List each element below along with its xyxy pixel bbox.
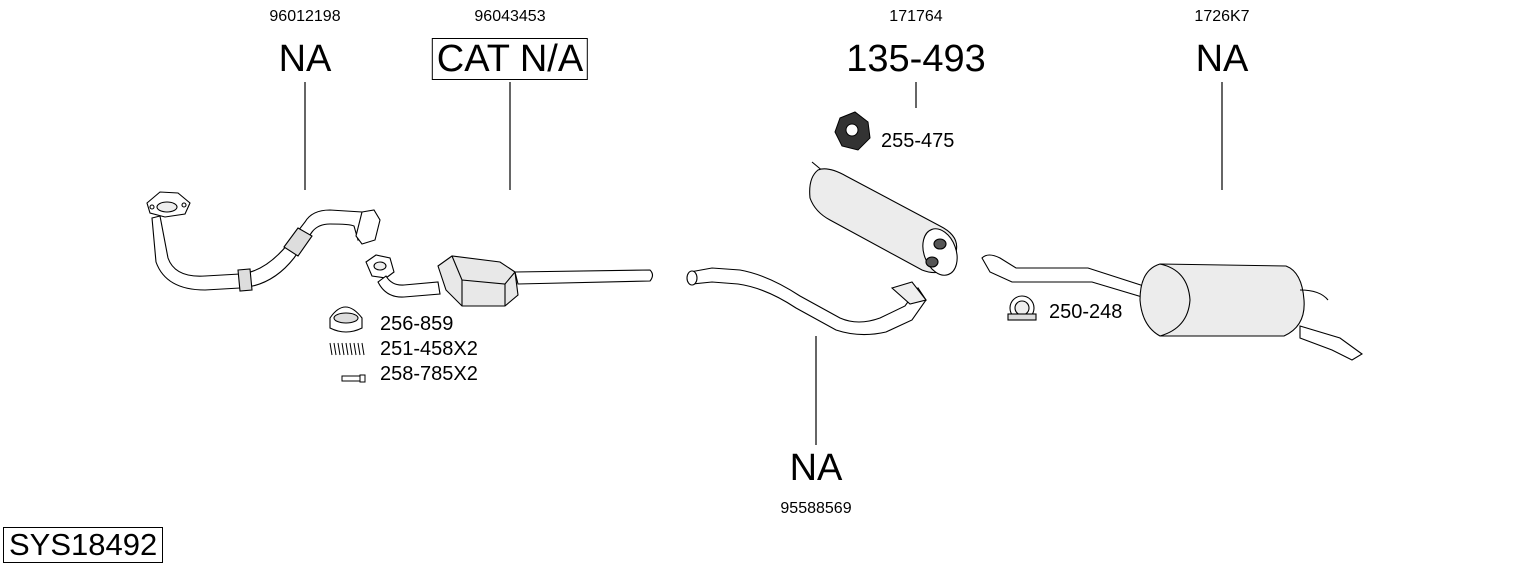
gasket-icon: [329, 306, 363, 333]
catalytic-converter: [365, 254, 654, 307]
part-code-middle-pipe: NA: [789, 447, 843, 489]
part-code-middle-silencer: 135-493: [846, 38, 986, 80]
accessory-code-spring: 251-458X2: [380, 338, 478, 360]
middle-silencer: [809, 161, 958, 276]
spring-icon: [329, 342, 365, 356]
bolt-icon: [341, 374, 366, 383]
part-code-rear-silencer: NA: [1195, 38, 1249, 80]
part-code-front-pipe: NA: [278, 38, 332, 80]
part-ref-front-pipe: 96012198: [269, 8, 341, 25]
accessory-code-gasket: 256-859: [380, 313, 454, 335]
rear-silencer: [981, 254, 1363, 361]
part-ref-rear-silencer: 1726K7: [1194, 8, 1250, 25]
part-code-catalyst: CAT N/A: [431, 38, 589, 80]
part-ref-middle-pipe: 95588569: [780, 500, 852, 517]
front-pipe: [146, 191, 381, 292]
part-ref-catalyst: 96043453: [474, 8, 546, 25]
system-id-label: SYS18492: [3, 527, 164, 563]
clamp-icon: [1007, 295, 1037, 321]
accessory-code-gasket-middle: 255-475: [881, 130, 955, 152]
part-ref-middle-silencer: 171764: [889, 8, 943, 25]
accessory-code-bolt: 258-785X2: [380, 363, 478, 385]
gasket-255-475-icon: [834, 111, 871, 151]
middle-pipe: [686, 267, 927, 336]
accessory-code-clamp: 250-248: [1049, 301, 1123, 323]
